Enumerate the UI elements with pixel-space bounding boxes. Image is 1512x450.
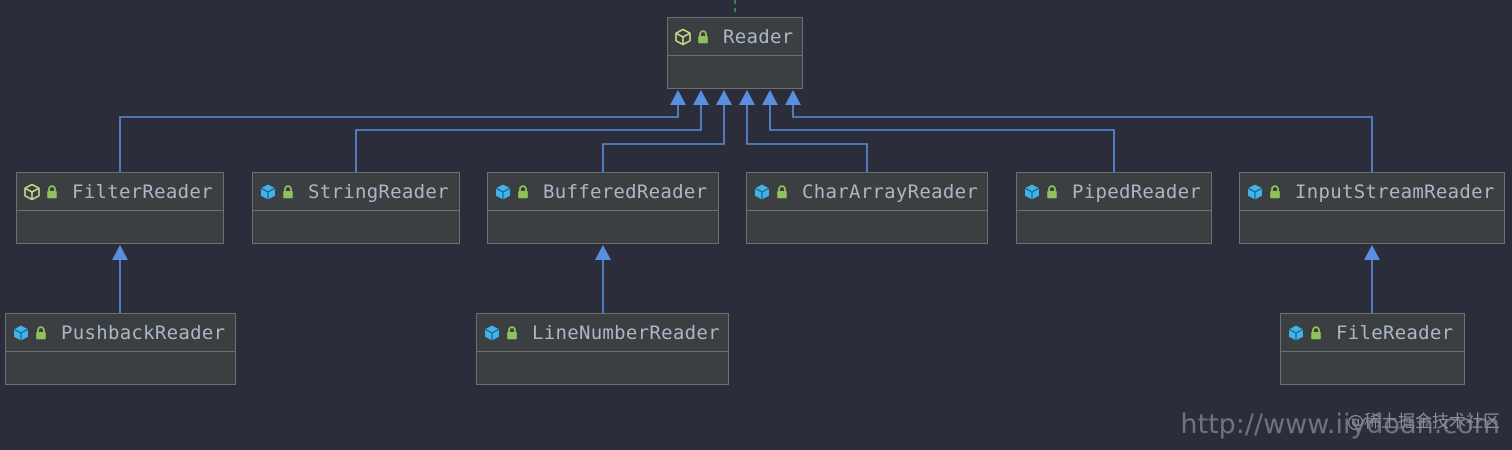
class-icon [1023,183,1041,201]
edge-buffered-reader-arrowhead [716,90,732,105]
node-title: FileReader [1336,321,1454,344]
node-header: FilterReader [17,173,223,211]
lock-icon [35,325,47,340]
node-header: Reader [668,18,802,56]
class-icon [259,183,277,201]
edge-line-number-reader-arrowhead [595,245,611,260]
edge-piped-reader-arrowhead [762,90,778,105]
node-string-reader[interactable]: StringReader [252,172,460,244]
class-icon [1287,324,1305,342]
lock-icon [506,325,518,340]
node-header: CharArrayReader [747,173,987,211]
lock-icon [697,29,709,44]
edge-pushback-reader-arrowhead [112,245,128,260]
abstract-class-icon [674,28,692,46]
watermark: http://www.iiydoan.com @稀土掘金技术社区 [1180,409,1500,440]
edge-char-array-reader [746,104,868,172]
node-title: FilterReader [72,180,213,203]
node-title: PipedReader [1072,180,1202,203]
node-header: PushbackReader [6,314,235,352]
lock-icon [1269,184,1281,199]
class-icon [494,183,512,201]
node-title: Reader [723,25,794,48]
node-input-stream-reader[interactable]: InputStreamReader [1239,172,1505,244]
node-header: PipedReader [1017,173,1211,211]
node-title: InputStreamReader [1295,180,1495,203]
node-header: LineNumberReader [477,314,728,352]
edge-string-reader-arrowhead [693,90,709,105]
node-file-reader[interactable]: FileReader [1280,313,1465,385]
lock-icon [1046,184,1058,199]
node-header: BufferedReader [488,173,718,211]
watermark-url: http://www.iiydoan.com [1180,409,1500,440]
inheritance-edges [112,90,1380,313]
edge-piped-reader [769,104,1115,172]
node-title: LineNumberReader [532,321,720,344]
node-filter-reader[interactable]: FilterReader [16,172,224,244]
node-title: BufferedReader [543,180,708,203]
node-char-array-reader[interactable]: CharArrayReader [746,172,988,244]
node-pushback-reader[interactable]: PushbackReader [5,313,236,385]
lock-icon [776,184,788,199]
abstract-class-icon [23,183,41,201]
edge-char-array-reader-arrowhead [739,90,755,105]
class-icon [1246,183,1264,201]
node-piped-reader[interactable]: PipedReader [1016,172,1212,244]
node-title: StringReader [308,180,449,203]
node-header: StringReader [253,173,459,211]
lock-icon [282,184,294,199]
node-buffered-reader[interactable]: BufferedReader [487,172,719,244]
class-icon [483,324,501,342]
edge-input-stream-reader-arrowhead [785,90,801,105]
lock-icon [1310,325,1322,340]
edge-input-stream-reader [792,104,1373,172]
watermark-text: @稀土掘金技术社区 [1347,412,1500,432]
node-reader[interactable]: Reader [667,17,803,89]
class-icon [12,324,30,342]
node-title: CharArrayReader [802,180,979,203]
lock-icon [46,184,58,199]
class-icon [753,183,771,201]
edge-buffered-reader [602,104,725,172]
node-header: FileReader [1281,314,1464,352]
edge-string-reader [355,104,702,172]
node-header: InputStreamReader [1240,173,1504,211]
node-title: PushbackReader [61,321,226,344]
edge-filter-reader [119,104,679,172]
edge-file-reader-arrowhead [1364,245,1380,260]
edge-filter-reader-arrowhead [670,90,686,105]
node-line-number-reader[interactable]: LineNumberReader [476,313,729,385]
lock-icon [517,184,529,199]
